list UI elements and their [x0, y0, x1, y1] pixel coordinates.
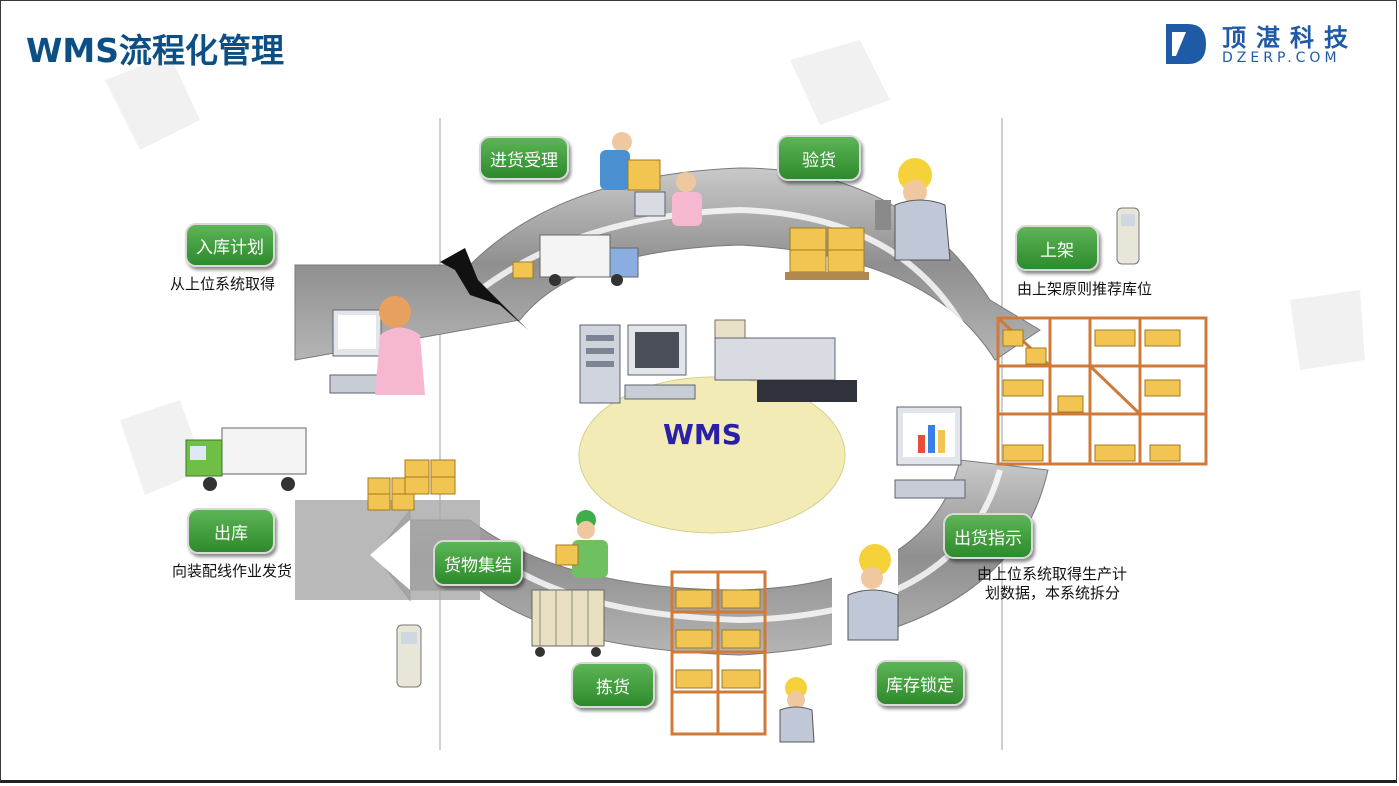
inspection-boxes-icon	[785, 227, 869, 280]
step-receiving: 进货受理	[479, 136, 569, 180]
step-label: 上架	[1040, 240, 1074, 261]
logo-name-cn: 顶湛科技	[1222, 24, 1358, 52]
step-inbound-plan: 入库计划	[185, 223, 275, 267]
step-label: 出库	[214, 523, 248, 544]
consolidation-worker-icon	[555, 510, 608, 578]
step-label: 库存锁定	[886, 675, 954, 696]
step-label: 入库计划	[196, 237, 264, 258]
outbound-truck-icon	[185, 427, 307, 491]
outbound-boxes-icon	[367, 459, 456, 511]
picking-boxes-icon	[675, 589, 761, 689]
lock-worker-icon	[832, 544, 899, 646]
step-consolidation: 货物集结	[433, 540, 523, 586]
step-label: 拣货	[596, 677, 630, 698]
note-outbound: 向装配线作业发货	[172, 562, 293, 580]
handheld-scanner-icon-2	[396, 624, 422, 688]
rack-boxes-icon	[1002, 329, 1181, 462]
server-icon	[579, 324, 621, 404]
note-inbound-plan: 从上位系统取得	[170, 275, 276, 293]
picker-worker-icon	[779, 677, 815, 743]
cart-icon	[531, 589, 605, 657]
step-label: 验货	[802, 150, 836, 171]
step-inventory-lock: 库存锁定	[875, 660, 965, 706]
note-shipping-instruction-2: 划数据，本系统拆分	[985, 584, 1121, 602]
step-shipping-instruction: 出货指示	[943, 513, 1033, 559]
step-putaway: 上架	[1015, 225, 1099, 271]
receiving-workers-icon	[600, 132, 702, 226]
step-picking: 拣货	[571, 662, 655, 708]
company-logo: 顶湛科技 DZERP.COM	[1162, 18, 1372, 70]
step-inspection: 验货	[777, 135, 861, 181]
note-shipping-instruction-1: 由上位系统取得生产计	[977, 565, 1128, 583]
delivery-truck-icon	[512, 234, 639, 286]
step-label: 进货受理	[490, 150, 558, 171]
monitor-icon	[624, 324, 696, 400]
lightning-icon	[440, 248, 528, 330]
inspector-icon	[875, 158, 951, 261]
picking-rack-icon	[670, 570, 767, 736]
step-label: 货物集结	[444, 555, 512, 576]
mainframe-icon	[714, 319, 857, 402]
note-putaway: 由上架原则推荐库位	[1017, 280, 1153, 298]
watermark-logos	[105, 40, 1365, 495]
page-title: WMS流程化管理	[26, 31, 285, 70]
handheld-scanner-icon	[1116, 207, 1140, 265]
operator-desk-icon	[329, 296, 425, 395]
logo-name-en: DZERP.COM	[1222, 50, 1341, 66]
dz-logo-icon	[1166, 24, 1206, 64]
step-label: 出货指示	[954, 528, 1022, 549]
analytics-monitor-icon	[894, 406, 966, 499]
wms-core-ellipse	[578, 376, 846, 534]
step-outbound: 出库	[187, 508, 275, 554]
outbound-arrow-head	[370, 520, 410, 590]
wms-center-label: WMS	[663, 418, 742, 451]
